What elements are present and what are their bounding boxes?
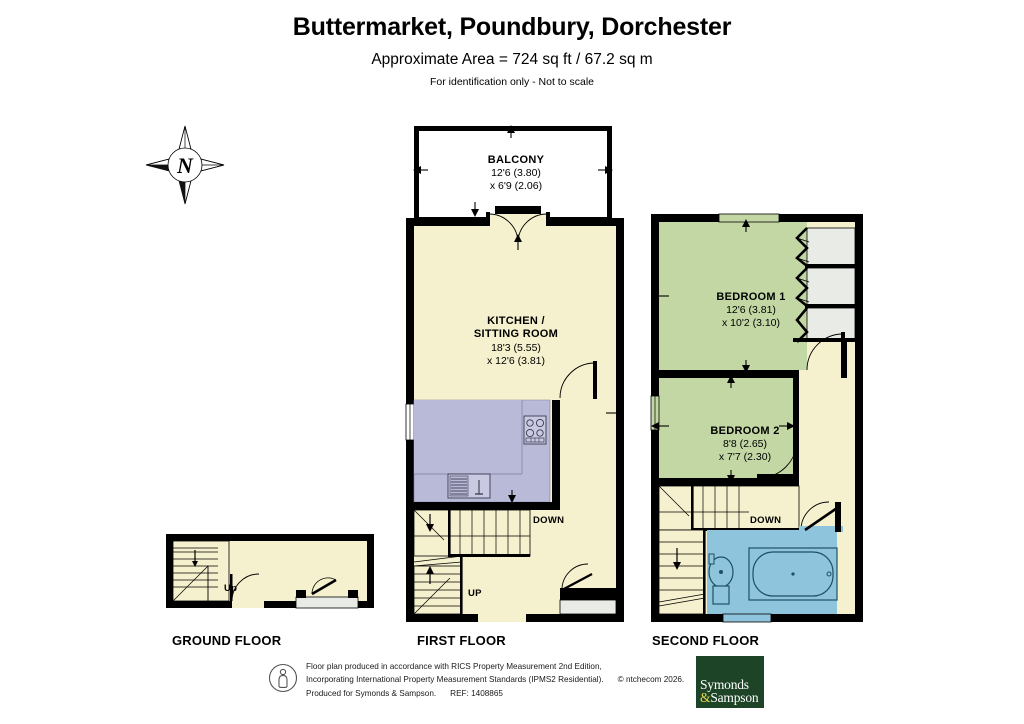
first-floor-label: FIRST FLOOR (417, 633, 506, 648)
ground-floor-plan (160, 528, 390, 628)
footer-line-2: Incorporating International Property Mea… (306, 675, 604, 685)
logo-line-2: &Sampson (700, 690, 759, 706)
second-floor-plan (645, 208, 875, 628)
plan-footer: Floor plan produced in accordance with R… (268, 656, 768, 714)
page-title: Buttermarket, Poundbury, Dorchester (292, 13, 732, 41)
plan-header: Buttermarket, Poundbury, Dorchester Appr… (0, 0, 1024, 88)
footer-copyright: © ntchecom 2026. (617, 675, 685, 685)
first-floor-plan (400, 122, 630, 628)
logo-ampersand: & (700, 690, 711, 705)
footer-line-1: Floor plan produced in accordance with R… (306, 662, 602, 671)
compass-rose: N (142, 122, 228, 208)
disclaimer-text: For identification only - Not to scale (430, 75, 594, 88)
person-icon (268, 663, 298, 693)
first-stairs-up-label: UP (468, 588, 482, 599)
first-stairs-down-label: DOWN (533, 515, 565, 526)
footer-line-3: Produced for Symonds & Sampson. (306, 688, 437, 698)
ground-stairs-up-label: Up (224, 583, 238, 594)
second-stairs-down-label: DOWN (750, 515, 782, 526)
symonds-sampson-logo: Symonds &Sampson (696, 656, 764, 708)
approximate-area-text: Approximate Area = 724 sq ft / 67.2 sq m (371, 50, 653, 68)
logo-line-1: Symonds (700, 677, 749, 692)
ground-floor-label: GROUND FLOOR (172, 633, 282, 648)
footer-ref: REF: 1408865 (450, 688, 503, 698)
second-floor-label: SECOND FLOOR (652, 633, 760, 648)
compass-north-letter: N (176, 153, 194, 178)
logo-sampson: Sampson (710, 690, 759, 705)
footer-credits: Floor plan produced in accordance with R… (306, 660, 706, 700)
